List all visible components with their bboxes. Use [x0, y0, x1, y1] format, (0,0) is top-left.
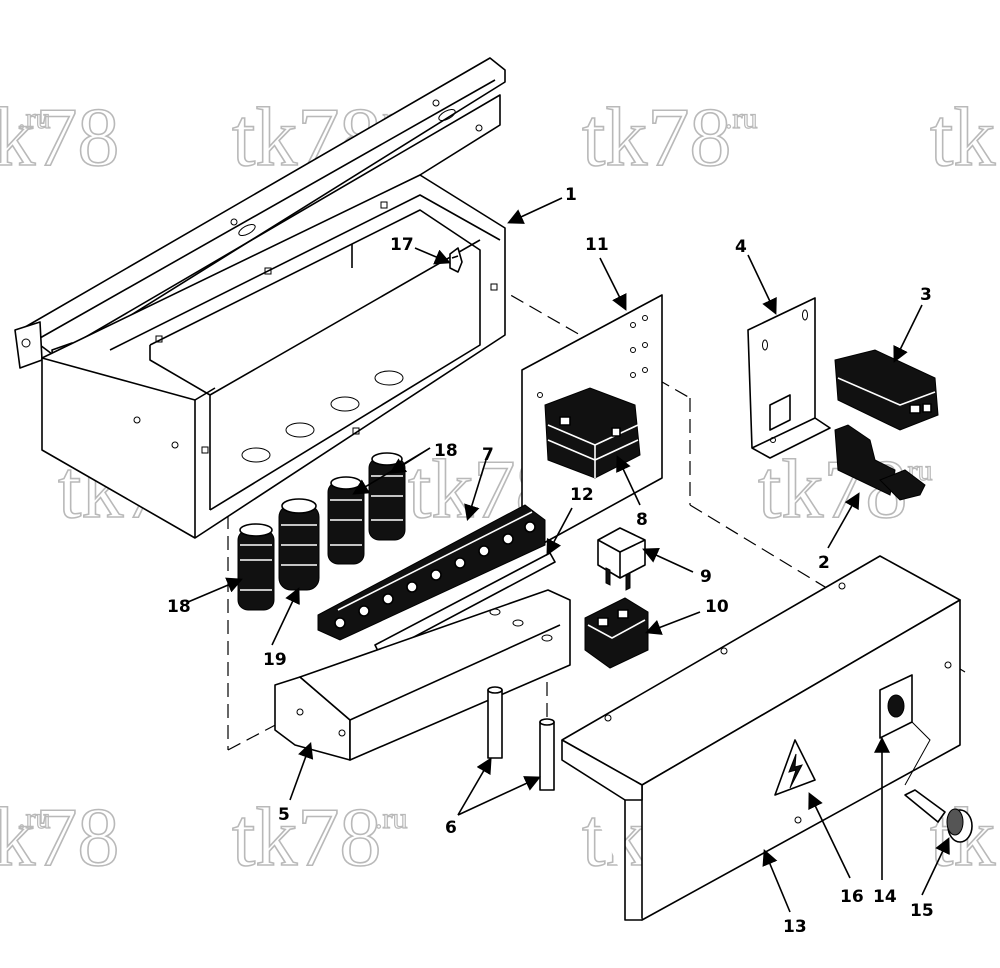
- watermark-text: tk78: [930, 91, 1000, 184]
- terminal-block-part-7: [317, 504, 546, 641]
- relay-socket-part-10: [584, 597, 649, 669]
- callout-labels: 1 2 3 4 5 6 7 8 9 10 11 12 13 14 15 16 1…: [167, 185, 934, 937]
- callout-12: 12: [570, 485, 594, 505]
- clip-part-17: [449, 247, 463, 273]
- callout-14: 14: [873, 887, 897, 907]
- watermark-text: tk78: [0, 91, 119, 184]
- callout-7: 7: [482, 445, 494, 465]
- callout-11: 11: [585, 235, 609, 255]
- callout-3: 3: [920, 285, 932, 305]
- high-voltage-warning-icon: [774, 739, 816, 796]
- callout-19: 19: [263, 650, 287, 670]
- watermark-suffix: .ru: [375, 802, 408, 835]
- standoff-part-6: [487, 686, 555, 791]
- watermark-text: tk78: [0, 791, 119, 884]
- callout-15: 15: [910, 901, 934, 921]
- watermark-suffix: .ru: [725, 102, 758, 135]
- cable-gland: [237, 523, 275, 611]
- callout-1: 1: [565, 185, 577, 205]
- callout-4: 4: [735, 237, 747, 257]
- watermark-suffix: .ru: [18, 102, 51, 135]
- callout-6: 6: [445, 818, 457, 838]
- watermark-text: tk78: [232, 791, 381, 884]
- callout-5: 5: [278, 805, 290, 825]
- relay-part-9: [597, 527, 646, 591]
- callout-17: 17: [390, 235, 414, 255]
- base-plate-part-5: [274, 589, 571, 761]
- knob-part-15: [904, 789, 973, 843]
- relay-block-part-3: [834, 349, 939, 431]
- port-part-14: [879, 674, 931, 786]
- callout-13: 13: [783, 917, 807, 937]
- watermark-suffix: .ru: [18, 802, 51, 835]
- leader-lines: [187, 197, 950, 913]
- watermarks: tk78 .ru tk78 .ru tk78 .ru tk78 tk78 .ru…: [0, 90, 1000, 885]
- bracket-part-4: [747, 297, 831, 459]
- callout-16: 16: [840, 887, 864, 907]
- callout-18: 18: [167, 597, 191, 617]
- callout-10: 10: [705, 597, 729, 617]
- watermark-text: tk78: [582, 91, 731, 184]
- callout-8: 8: [636, 510, 648, 530]
- cable-gland-part-19: [278, 498, 320, 591]
- enclosure-box: [14, 57, 506, 539]
- callout-18: 18: [434, 441, 458, 461]
- cover-part-13: [561, 555, 961, 921]
- callout-2: 2: [818, 553, 830, 573]
- callout-9: 9: [700, 567, 712, 587]
- clamp-part-2: [834, 424, 926, 501]
